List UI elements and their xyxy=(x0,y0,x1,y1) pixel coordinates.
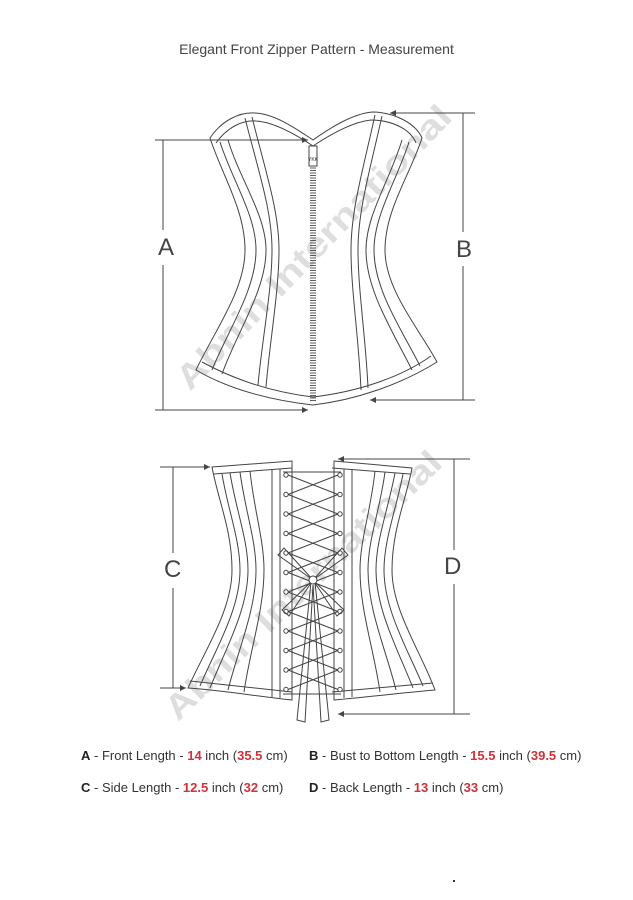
lace xyxy=(287,552,339,573)
eyelet xyxy=(337,628,343,634)
back-corset xyxy=(160,456,470,723)
eyelet xyxy=(337,530,343,537)
watermark: Abnin International Abnin International xyxy=(157,98,460,728)
lace xyxy=(287,513,339,534)
lace xyxy=(287,611,339,632)
eyelet xyxy=(337,511,343,517)
eyelet xyxy=(337,686,343,693)
eyelet xyxy=(283,569,289,576)
eyelet xyxy=(283,686,289,693)
measurement-d: D - Back Length - 13 inch (33 cm) xyxy=(309,780,504,795)
page-title: Elegant Front Zipper Pattern - Measureme… xyxy=(179,41,454,57)
lace xyxy=(287,474,339,495)
eyelet xyxy=(283,647,289,654)
lace xyxy=(287,533,339,554)
lace xyxy=(287,650,339,671)
measurement-b: B - Bust to Bottom Length - 15.5 inch (3… xyxy=(309,748,582,763)
label-a: A xyxy=(158,234,175,261)
lace xyxy=(287,591,339,612)
eyelet xyxy=(283,472,289,478)
eyelet xyxy=(283,628,289,634)
measurement-c: C - Side Length - 12.5 inch (32 cm) xyxy=(81,780,284,795)
eyelet xyxy=(337,647,343,654)
eyelet xyxy=(337,472,343,478)
eyelet xyxy=(337,491,343,498)
label-b: B xyxy=(456,236,473,263)
eyelet xyxy=(337,667,343,673)
eyelet xyxy=(283,589,289,595)
front-corset xyxy=(155,110,475,413)
zipper xyxy=(310,167,316,401)
eyelet xyxy=(337,569,343,576)
lace xyxy=(287,494,339,515)
stray-dot xyxy=(453,880,455,882)
eyelet xyxy=(283,530,289,537)
eyelet xyxy=(283,667,289,673)
zipper-brand: YKK xyxy=(308,157,319,163)
eyelet xyxy=(283,491,289,498)
lace xyxy=(287,630,339,651)
lace xyxy=(287,669,339,690)
label-c: C xyxy=(164,556,182,583)
eyelet xyxy=(337,589,343,595)
eyelet xyxy=(283,511,289,517)
label-d: D xyxy=(444,553,462,580)
measurement-a: A - Front Length - 14 inch (35.5 cm) xyxy=(81,748,288,763)
